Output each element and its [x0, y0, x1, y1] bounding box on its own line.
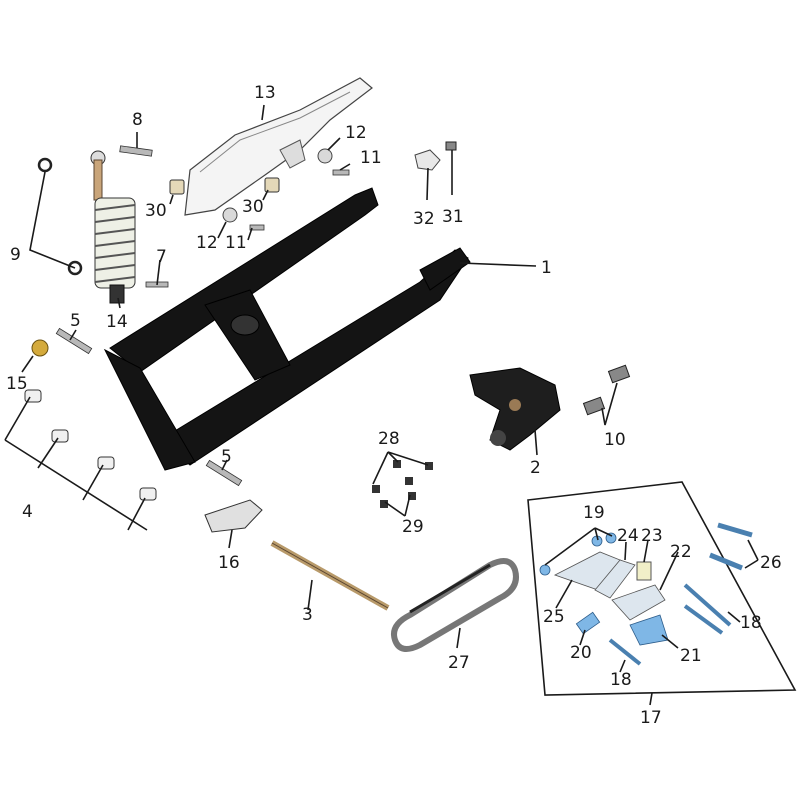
- callout-12-upper: 12: [345, 123, 367, 143]
- callout-14: 14: [106, 312, 128, 332]
- callout-9: 9: [10, 245, 21, 265]
- callout-12-lower: 12: [196, 233, 218, 253]
- bolts-10: [582, 364, 631, 416]
- callout-29: 29: [402, 517, 424, 537]
- callout-18-right: 18: [740, 613, 762, 633]
- callout-8: 8: [132, 110, 143, 130]
- callout-25: 25: [543, 607, 565, 627]
- screw-31: [445, 141, 457, 151]
- bracket-2: [469, 367, 561, 451]
- callout-3: 3: [302, 605, 313, 625]
- callout-18-bottom: 18: [610, 670, 632, 690]
- screw-11-lower: [249, 224, 265, 231]
- screw-11-upper: [332, 169, 350, 176]
- rubber-30-right: [264, 177, 280, 193]
- callout-21: 21: [680, 646, 702, 666]
- swingarm-frame: [103, 187, 471, 471]
- chain-guard: [184, 77, 373, 216]
- bolt-8: [119, 145, 153, 157]
- callout-11-lower: 11: [225, 233, 247, 253]
- callout-1: 1: [541, 258, 552, 278]
- callout-2: 2: [530, 458, 541, 478]
- bushing-rings: [37, 157, 83, 276]
- pin-5-left: [55, 327, 93, 355]
- chain-adjuster-16: [204, 499, 263, 533]
- bushing-15: [31, 339, 49, 357]
- callout-15: 15: [6, 374, 28, 394]
- callout-32: 32: [413, 209, 435, 229]
- callout-28: 28: [378, 429, 400, 449]
- callout-31: 31: [442, 207, 464, 227]
- shock-absorber: [90, 150, 136, 304]
- axle-3: [270, 540, 390, 611]
- callout-11-upper: 11: [360, 148, 382, 168]
- callout-5-lower: 5: [221, 447, 232, 467]
- callout-20: 20: [570, 643, 592, 663]
- callout-23: 23: [641, 526, 663, 546]
- callout-19: 19: [583, 503, 605, 523]
- callout-22: 22: [670, 542, 692, 562]
- callout-24: 24: [617, 526, 639, 546]
- callout-4: 4: [22, 502, 33, 522]
- callout-13: 13: [254, 83, 276, 103]
- callout-30-right: 30: [242, 197, 264, 217]
- callout-16: 16: [218, 553, 240, 573]
- chain-27: [391, 558, 519, 652]
- callout-26: 26: [760, 553, 782, 573]
- screws-28-29: [372, 460, 433, 508]
- callout-27: 27: [448, 653, 470, 673]
- callout-10: 10: [604, 430, 626, 450]
- callout-30-left: 30: [145, 201, 167, 221]
- washer-12-lower: [222, 207, 238, 223]
- pin-5-lower: [205, 459, 243, 487]
- rubber-30-left: [169, 179, 185, 195]
- callout-7: 7: [156, 247, 167, 267]
- leader-lines: [4, 104, 759, 706]
- callout-17: 17: [640, 708, 662, 728]
- callout-labels: 1 2 3 4 5 5 7 8 9 10 11 11 12 12 13 14 1…: [6, 83, 782, 728]
- washer-12-upper: [317, 148, 333, 164]
- callout-5-upper: 5: [70, 311, 81, 331]
- clamp-32: [414, 149, 441, 171]
